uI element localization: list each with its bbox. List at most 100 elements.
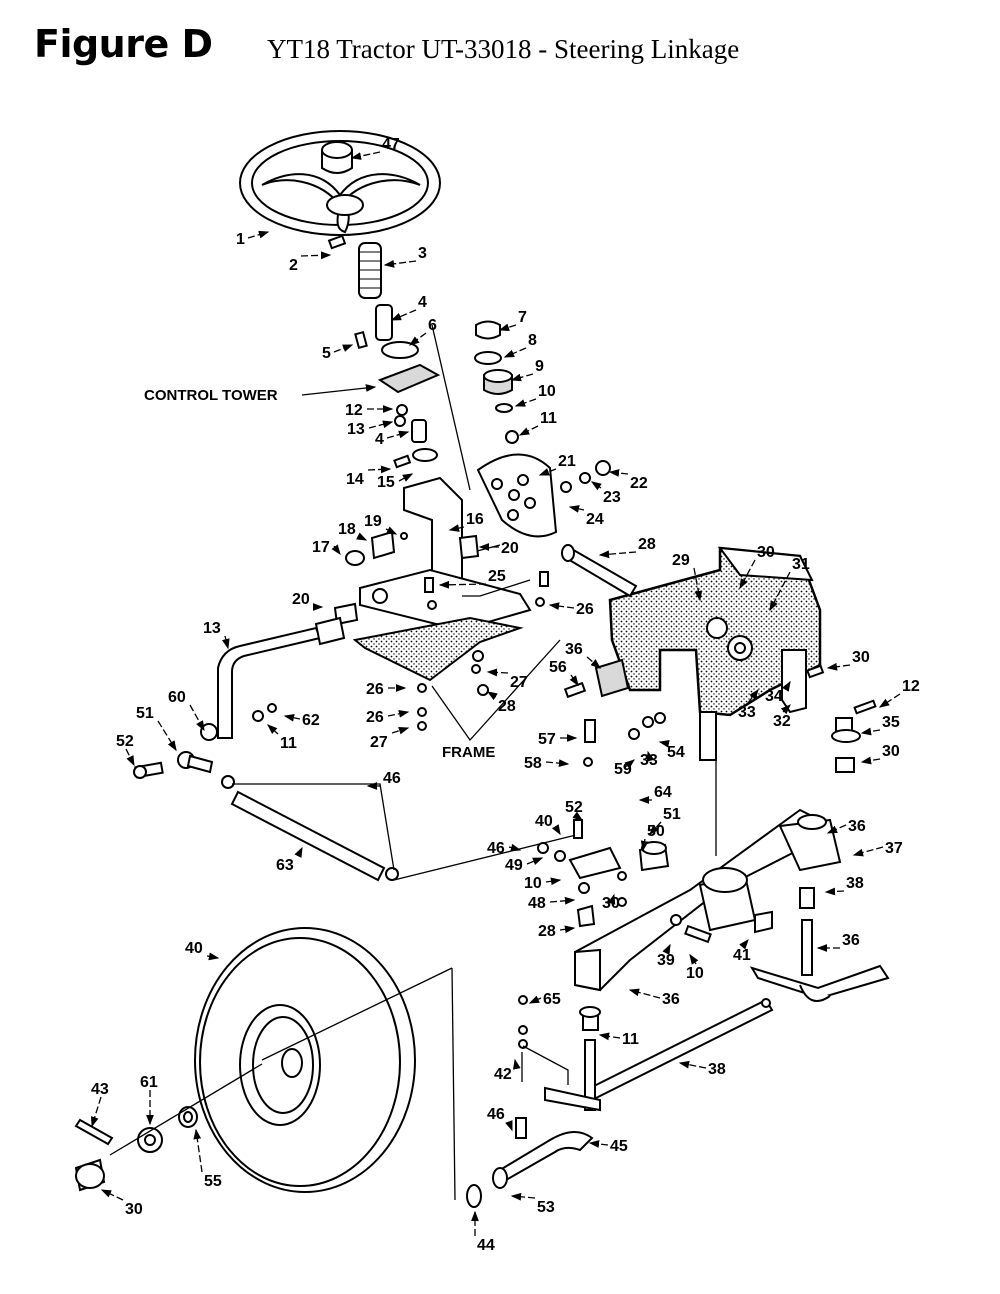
part-callout-56: 56 [549,659,567,676]
part-callout-27: 27 [510,674,528,691]
right-spindle [749,699,890,1003]
part-callout-24: 24 [586,511,604,528]
part-callout-12: 12 [902,678,920,695]
callout-leader [510,1192,536,1201]
part-callout-29: 29 [672,552,690,569]
part-callout-11: 11 [280,735,297,752]
callout-leader [294,846,303,858]
callout-leader [693,567,703,602]
part-callout-11: 11 [540,410,557,427]
group-label-control-tower: CONTROL TOWER [144,387,278,404]
callout-leader [385,526,398,535]
part-callout-22: 22 [630,475,648,492]
callout-leader [514,398,537,407]
front-wheel [194,927,456,1201]
part-callout-30: 30 [882,743,900,760]
callout-leader [367,465,392,474]
callout-leader [780,704,791,715]
part-callout-25: 25 [488,568,506,585]
drag-link-parts [563,658,666,767]
part-callout-51: 51 [663,806,681,823]
callout-leader [503,347,527,358]
callout-leader [350,151,381,160]
callout-leader [549,896,576,905]
callout-leader [383,259,417,268]
group-label-frame: FRAME [442,744,495,761]
part-callout-52: 52 [565,799,583,816]
part-callout-62: 62 [302,712,320,729]
callout-leader [548,602,575,610]
part-callout-55: 55 [204,1173,222,1190]
callout-leader [826,662,851,671]
part-callout-7: 7 [518,309,527,326]
callout-leader [826,824,847,834]
part-callout-37: 37 [885,840,903,857]
part-callout-28: 28 [538,923,556,940]
part-callout-40: 40 [535,813,553,830]
callout-leader [569,674,579,687]
part-callout-42: 42 [494,1066,512,1083]
callout-leader [438,580,487,589]
part-callout-14: 14 [346,471,364,488]
callout-leader [526,857,544,866]
callout-leader [510,373,534,382]
part-callout-44: 44 [477,1237,495,1254]
pivot-bar [561,544,638,598]
callout-leader [860,727,881,736]
callout-leader [157,720,177,752]
part-callout-46: 46 [487,840,505,857]
callout-leader [878,693,901,708]
steering-wheel [239,130,441,236]
part-callout-18: 18 [338,521,356,538]
callout-leader [551,824,561,836]
sector-plate [476,453,611,538]
part-callout-12: 12 [345,402,363,419]
callout-leader [486,691,498,701]
part-callout-3: 3 [418,245,427,262]
steering-column [327,234,471,491]
part-callout-38: 38 [846,875,864,892]
callout-leader [598,1032,621,1041]
callout-leader [448,524,465,532]
callout-leader [607,893,616,905]
part-callout-59: 59 [614,761,632,778]
part-callout-26: 26 [366,709,384,726]
part-callout-30: 30 [125,1201,143,1218]
callout-leader [408,332,427,346]
figure-heading: Figure D [34,22,213,66]
callout-leader [747,688,759,704]
callout-leader [498,323,517,332]
part-callout-19: 19 [364,513,382,530]
callout-leader [222,635,230,650]
part-callout-61: 61 [140,1074,158,1091]
part-callout-28: 28 [638,536,656,553]
callout-leader [331,544,341,556]
part-callout-43: 43 [91,1081,109,1098]
part-callout-17: 17 [312,539,330,556]
part-callout-63: 63 [276,857,294,874]
left-spindle [466,995,601,1208]
part-callout-5: 5 [322,345,331,362]
part-callout-8: 8 [528,332,537,349]
part-callout-13: 13 [347,421,365,438]
bushings [333,530,480,626]
callout-leader [559,925,576,934]
part-callout-21: 21 [558,453,576,470]
part-callout-6: 6 [428,317,437,334]
part-callout-33: 33 [640,752,658,769]
part-callout-10: 10 [538,383,556,400]
callout-leader [824,887,845,896]
callout-leader [356,532,368,541]
part-callout-20: 20 [292,591,310,608]
part-callout-38: 38 [708,1061,726,1078]
callout-leader [300,251,332,260]
part-callout-52: 52 [116,733,134,750]
callout-leader [623,759,636,769]
callout-leader [267,724,279,735]
part-callout-46: 46 [383,770,401,787]
part-callout-15: 15 [377,474,395,491]
tie-tube [221,775,581,882]
callout-leader [628,988,661,999]
callout-leader [368,420,394,429]
